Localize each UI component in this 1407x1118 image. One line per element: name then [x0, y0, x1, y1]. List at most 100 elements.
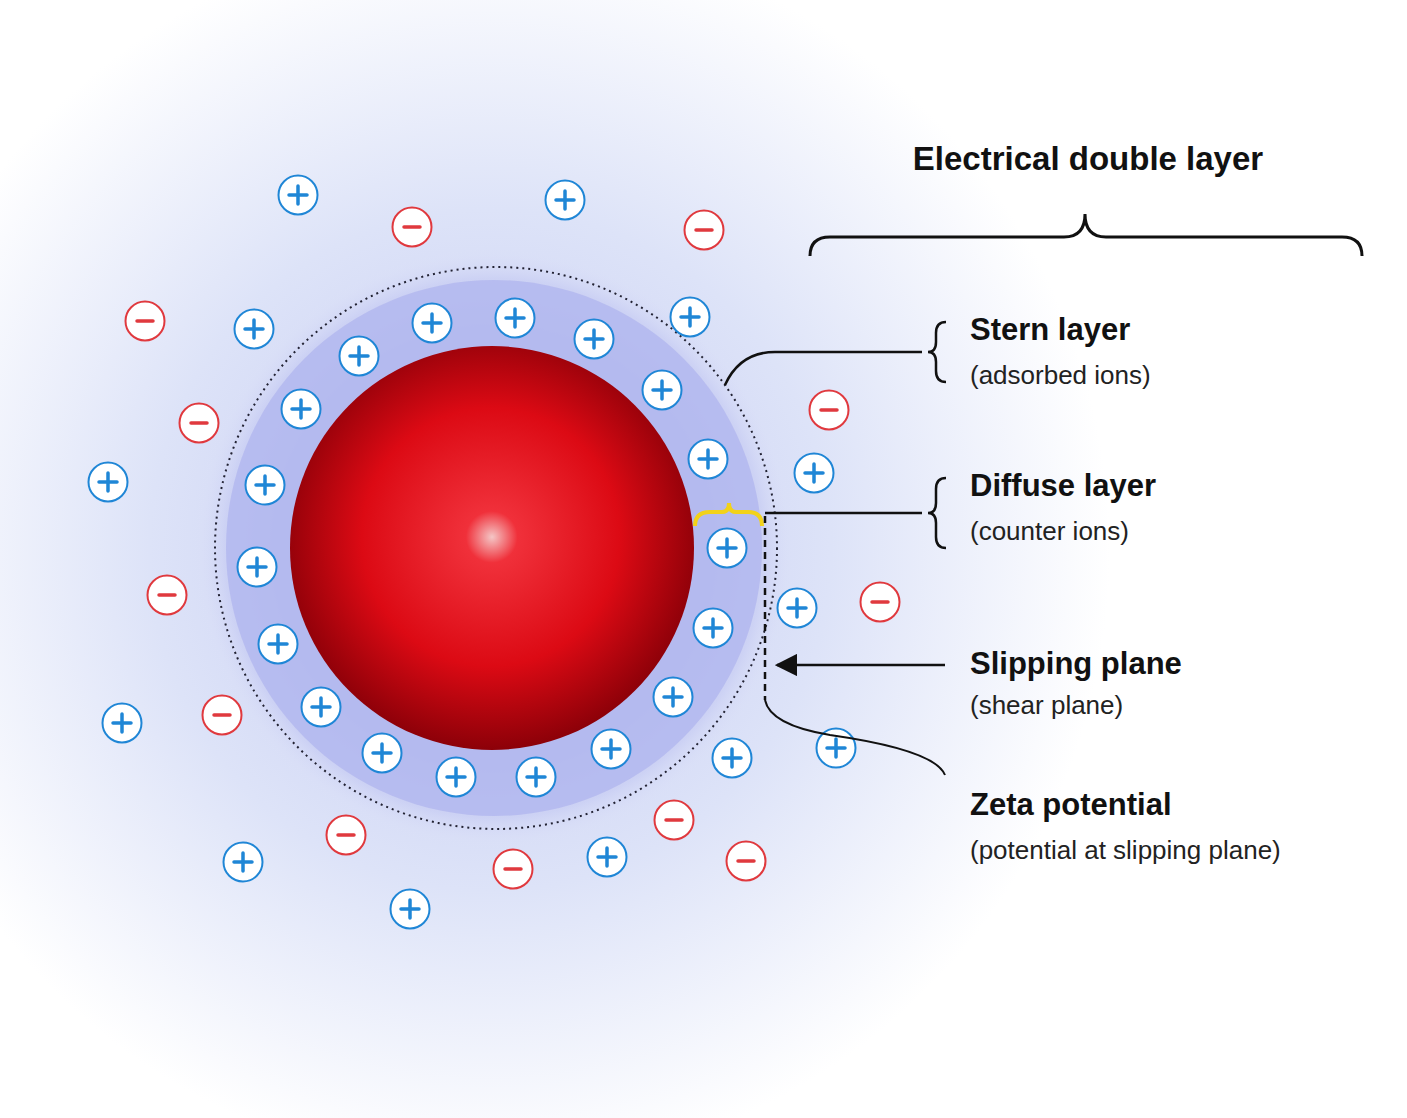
part-note: (shear plane)	[970, 691, 1123, 721]
ion-sign	[585, 330, 603, 348]
ion-ring	[327, 816, 366, 855]
part-note: (counter ions)	[970, 517, 1129, 547]
cation-symbol	[89, 463, 128, 502]
part-note: (potential at slipping plane)	[970, 836, 1281, 866]
ion-sign	[234, 853, 252, 871]
ion-sign	[664, 688, 682, 706]
ion-sign	[292, 400, 310, 418]
cation-symbol	[694, 609, 733, 648]
cation-symbol	[246, 466, 285, 505]
anion-symbol	[861, 583, 900, 622]
ion-ring	[708, 529, 747, 568]
ion-sign	[666, 818, 682, 822]
ion-sign	[805, 464, 823, 482]
cation-symbol	[238, 548, 277, 587]
ion-ring	[689, 440, 728, 479]
cation-symbol	[282, 390, 321, 429]
zeta-leader-line	[765, 700, 945, 775]
cation-symbol	[235, 310, 274, 349]
charged-particle	[290, 346, 694, 750]
section-heading: Electrical double layer	[913, 140, 1263, 178]
ion-ring	[795, 454, 834, 493]
cation-symbol	[259, 625, 298, 664]
diffuse-glow	[194, 248, 794, 848]
cation-symbol	[363, 734, 402, 773]
cation-symbol	[517, 758, 556, 797]
ion-ring	[643, 371, 682, 410]
ion-sign	[191, 421, 207, 425]
cation-symbol	[437, 758, 476, 797]
ion-ring	[685, 211, 724, 250]
ion-ring	[203, 696, 242, 735]
slipping-plane-circle	[215, 267, 777, 829]
ion-sign	[506, 309, 524, 327]
cation-symbol	[413, 304, 452, 343]
cation-symbol	[340, 337, 379, 376]
ion-ring	[391, 890, 430, 929]
ion-ring	[340, 337, 379, 376]
anion-symbol	[727, 842, 766, 881]
ion-ring	[655, 801, 694, 840]
cation-symbol	[224, 843, 263, 882]
ion-sign	[738, 859, 754, 863]
ion-sign	[447, 768, 465, 786]
ion-sign	[137, 319, 153, 323]
ion-ring	[224, 843, 263, 882]
ion-ring	[279, 176, 318, 215]
ion-ring	[810, 391, 849, 430]
ion-ring	[238, 548, 277, 587]
slipping-plane-arrow	[777, 664, 945, 667]
ion-sign	[602, 740, 620, 758]
ion-sign	[556, 191, 574, 209]
ion-sign	[269, 635, 287, 653]
cation-symbol	[708, 529, 747, 568]
ion-sign	[256, 476, 274, 494]
ion-ring	[413, 304, 452, 343]
ion-sign	[821, 408, 837, 412]
ion-sign	[505, 867, 521, 871]
ion-sign	[598, 848, 616, 866]
anion-symbol	[685, 211, 724, 250]
ion-sign	[312, 698, 330, 716]
double-layer-brace	[810, 214, 1362, 256]
ion-group	[89, 176, 900, 929]
ion-sign	[338, 833, 354, 837]
ion-sign	[350, 347, 368, 365]
ion-sign	[696, 228, 712, 232]
ion-ring	[363, 734, 402, 773]
cation-symbol	[302, 688, 341, 727]
anion-symbol	[655, 801, 694, 840]
part-name: Stern layer	[970, 312, 1130, 348]
ion-sign	[401, 900, 419, 918]
ion-sign	[373, 744, 391, 762]
ion-ring	[259, 625, 298, 664]
ion-ring	[778, 589, 817, 628]
anion-symbol	[327, 816, 366, 855]
ion-sign	[289, 186, 307, 204]
ion-ring	[694, 609, 733, 648]
ion-sign	[245, 320, 263, 338]
cation-symbol	[546, 181, 585, 220]
ion-ring	[588, 838, 627, 877]
ion-sign	[423, 314, 441, 332]
ion-ring	[148, 576, 187, 615]
anion-symbol	[393, 208, 432, 247]
ion-ring	[496, 299, 535, 338]
cation-symbol	[575, 320, 614, 359]
cation-symbol	[671, 298, 710, 337]
ion-sign	[718, 539, 736, 557]
ion-sign	[248, 558, 266, 576]
ion-ring	[517, 758, 556, 797]
ion-ring	[235, 310, 274, 349]
part-name: Zeta potential	[970, 787, 1172, 823]
ion-sign	[113, 714, 131, 732]
ion-ring	[727, 842, 766, 881]
ion-ring	[654, 678, 693, 717]
cation-symbol	[496, 299, 535, 338]
stern-brace	[928, 322, 946, 382]
anion-symbol	[180, 404, 219, 443]
anion-symbol	[810, 391, 849, 430]
cation-symbol	[713, 739, 752, 778]
